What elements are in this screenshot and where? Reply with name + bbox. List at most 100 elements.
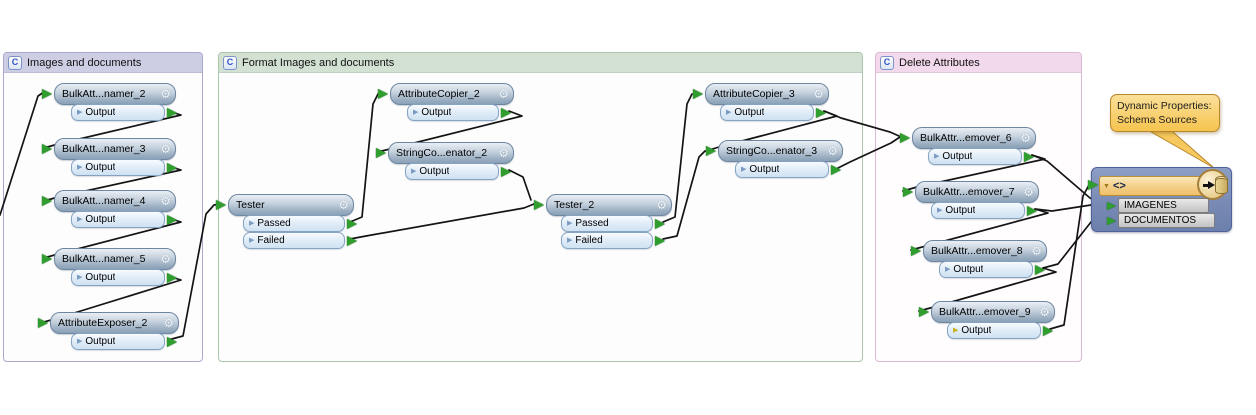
port-output[interactable]: ▶ Output	[735, 161, 841, 178]
gear-icon[interactable]: ⚙	[338, 198, 349, 212]
input-port-arrow[interactable]	[216, 200, 226, 210]
input-port-arrow[interactable]	[378, 89, 388, 99]
output-port-arrow[interactable]	[1043, 325, 1053, 336]
gear-icon[interactable]: ⚙	[813, 87, 824, 101]
bookmark-title: Format Images and documents	[242, 56, 395, 69]
output-port-arrow[interactable]	[831, 164, 841, 175]
input-port-arrow[interactable]	[1107, 201, 1116, 210]
output-port-arrow[interactable]	[501, 166, 511, 177]
output-port-arrow[interactable]	[167, 336, 177, 347]
output-port-arrow[interactable]	[347, 235, 357, 246]
node-stringconcatenator-3[interactable]: StringCo...enator_3 ⚙	[706, 140, 843, 162]
node-tester-2[interactable]: Tester_2 ⚙	[534, 194, 672, 216]
input-port-arrow[interactable]	[903, 187, 913, 197]
output-port-arrow[interactable]	[1024, 151, 1034, 162]
output-port-arrow[interactable]	[1035, 264, 1045, 275]
node-title: AttributeExposer_2	[58, 317, 148, 329]
input-port-arrow[interactable]	[706, 146, 716, 156]
gear-icon[interactable]: ⚙	[1023, 185, 1034, 199]
gear-icon[interactable]: ⚙	[656, 198, 667, 212]
port-failed[interactable]: ▶ Failed	[243, 232, 357, 249]
port-output[interactable]: ▶ Output	[407, 104, 511, 121]
node-bulkattributeremover-6[interactable]: BulkAttr...emover_6 ⚙	[900, 127, 1036, 149]
port-triangle-icon: ▶	[411, 168, 417, 175]
output-port-arrow[interactable]	[655, 218, 665, 229]
output-port-arrow[interactable]	[816, 107, 826, 118]
node-stringconcatenator-2[interactable]: StringCo...enator_2 ⚙	[376, 142, 514, 164]
input-port-arrow[interactable]	[38, 318, 48, 328]
port-output[interactable]: ▶ Output	[947, 322, 1053, 339]
port-output[interactable]: ▶ Output	[71, 104, 177, 121]
input-port-arrow[interactable]	[1107, 216, 1116, 225]
bookmark-header[interactable]: C Images and documents	[4, 53, 202, 73]
gear-icon[interactable]: ⚙	[498, 146, 509, 160]
bookmark-header[interactable]: C Delete Attributes	[876, 53, 1081, 73]
input-port-arrow[interactable]	[376, 148, 386, 158]
node-title: Tester	[236, 199, 265, 211]
node-bulkattributerenamer-4[interactable]: BulkAtt...namer_4 ⚙	[42, 190, 176, 212]
port-triangle-icon: ▶	[413, 109, 419, 116]
port-output[interactable]: ▶ Output	[71, 159, 177, 176]
input-port-arrow[interactable]	[693, 89, 703, 99]
input-port-arrow[interactable]	[42, 196, 52, 206]
gear-icon[interactable]: ⚙	[1020, 131, 1031, 145]
port-passed[interactable]: ▶ Passed	[561, 215, 665, 232]
node-bulkattributeremover-8[interactable]: BulkAttr...emover_8 ⚙	[911, 240, 1047, 262]
gear-icon[interactable]: ⚙	[163, 316, 174, 330]
bookmark-icon: C	[880, 55, 894, 70]
node-attributecopier-2[interactable]: AttributeCopier_2 ⚙	[378, 83, 514, 105]
output-port-arrow[interactable]	[167, 272, 177, 283]
port-passed[interactable]: ▶ Passed	[243, 215, 357, 232]
port-output[interactable]: ▶ Output	[939, 261, 1045, 278]
node-bulkattributerenamer-5[interactable]: BulkAtt...namer_5 ⚙	[42, 248, 176, 270]
port-output[interactable]: ▶ Output	[71, 333, 177, 350]
port-label: Output	[85, 107, 116, 118]
gear-icon[interactable]: ⚙	[1031, 244, 1042, 258]
output-port-arrow[interactable]	[167, 107, 177, 118]
bookmark-header[interactable]: C Format Images and documents	[219, 53, 862, 73]
input-port-arrow[interactable]	[911, 246, 921, 256]
port-label: Output	[85, 272, 116, 283]
node-bulkattributeremover-9[interactable]: BulkAttr...emover_9 ⚙	[919, 301, 1055, 323]
gear-icon[interactable]: ⚙	[160, 142, 171, 156]
output-port-arrow[interactable]	[167, 162, 177, 173]
writer-header[interactable]: ▼ <> ⚙	[1099, 176, 1211, 196]
gear-icon[interactable]: ⚙	[160, 252, 171, 266]
node-bulkattributerenamer-3[interactable]: BulkAtt...namer_3 ⚙	[42, 138, 176, 160]
port-failed[interactable]: ▶ Failed	[561, 232, 665, 249]
gear-icon[interactable]: ⚙	[160, 87, 171, 101]
input-port-arrow[interactable]	[1088, 180, 1098, 190]
input-port-arrow[interactable]	[42, 144, 52, 154]
port-output[interactable]: ▶ Output	[931, 202, 1037, 219]
port-output[interactable]: ▶ Output	[71, 211, 177, 228]
node-attributecopier-3[interactable]: AttributeCopier_3 ⚙	[693, 83, 829, 105]
port-output[interactable]: ▶ Output	[928, 148, 1034, 165]
output-port-arrow[interactable]	[1027, 205, 1037, 216]
gear-icon[interactable]: ⚙	[1039, 305, 1050, 319]
port-triangle-icon: ▶	[937, 207, 943, 214]
gear-icon[interactable]: ⚙	[160, 194, 171, 208]
port-output[interactable]: ▶ Output	[71, 269, 177, 286]
output-port-arrow[interactable]	[167, 214, 177, 225]
port-triangle-icon: ▶	[77, 216, 83, 223]
expander-icon[interactable]: ▼	[1103, 182, 1110, 190]
output-port-arrow[interactable]	[655, 235, 665, 246]
output-port-arrow[interactable]	[501, 107, 511, 118]
node-bulkattributeremover-7[interactable]: BulkAttr...emover_7 ⚙	[903, 181, 1039, 203]
output-port-arrow[interactable]	[347, 218, 357, 229]
input-port-arrow[interactable]	[42, 254, 52, 264]
node-tester[interactable]: Tester ⚙	[216, 194, 354, 216]
input-port-arrow[interactable]	[900, 133, 910, 143]
input-port-arrow[interactable]	[919, 307, 929, 317]
port-output[interactable]: ▶ Output	[720, 104, 826, 121]
node-writer-feature-types[interactable]: ▼ <> ⚙ IMAGENES DOCUMENTOS	[1088, 167, 1232, 232]
writer-port-documentos[interactable]: DOCUMENTOS	[1107, 213, 1215, 228]
port-output[interactable]: ▶ Output	[405, 163, 511, 180]
input-port-arrow[interactable]	[534, 200, 544, 210]
gear-icon[interactable]: ⚙	[827, 144, 838, 158]
gear-icon[interactable]: ⚙	[498, 87, 509, 101]
writer-port-imagenes[interactable]: IMAGENES	[1107, 198, 1209, 213]
input-port-arrow[interactable]	[42, 89, 52, 99]
node-bulkattributerenamer-2[interactable]: BulkAtt...namer_2 ⚙	[42, 83, 176, 105]
node-attributeexposer-2[interactable]: AttributeExposer_2 ⚙	[38, 312, 179, 334]
